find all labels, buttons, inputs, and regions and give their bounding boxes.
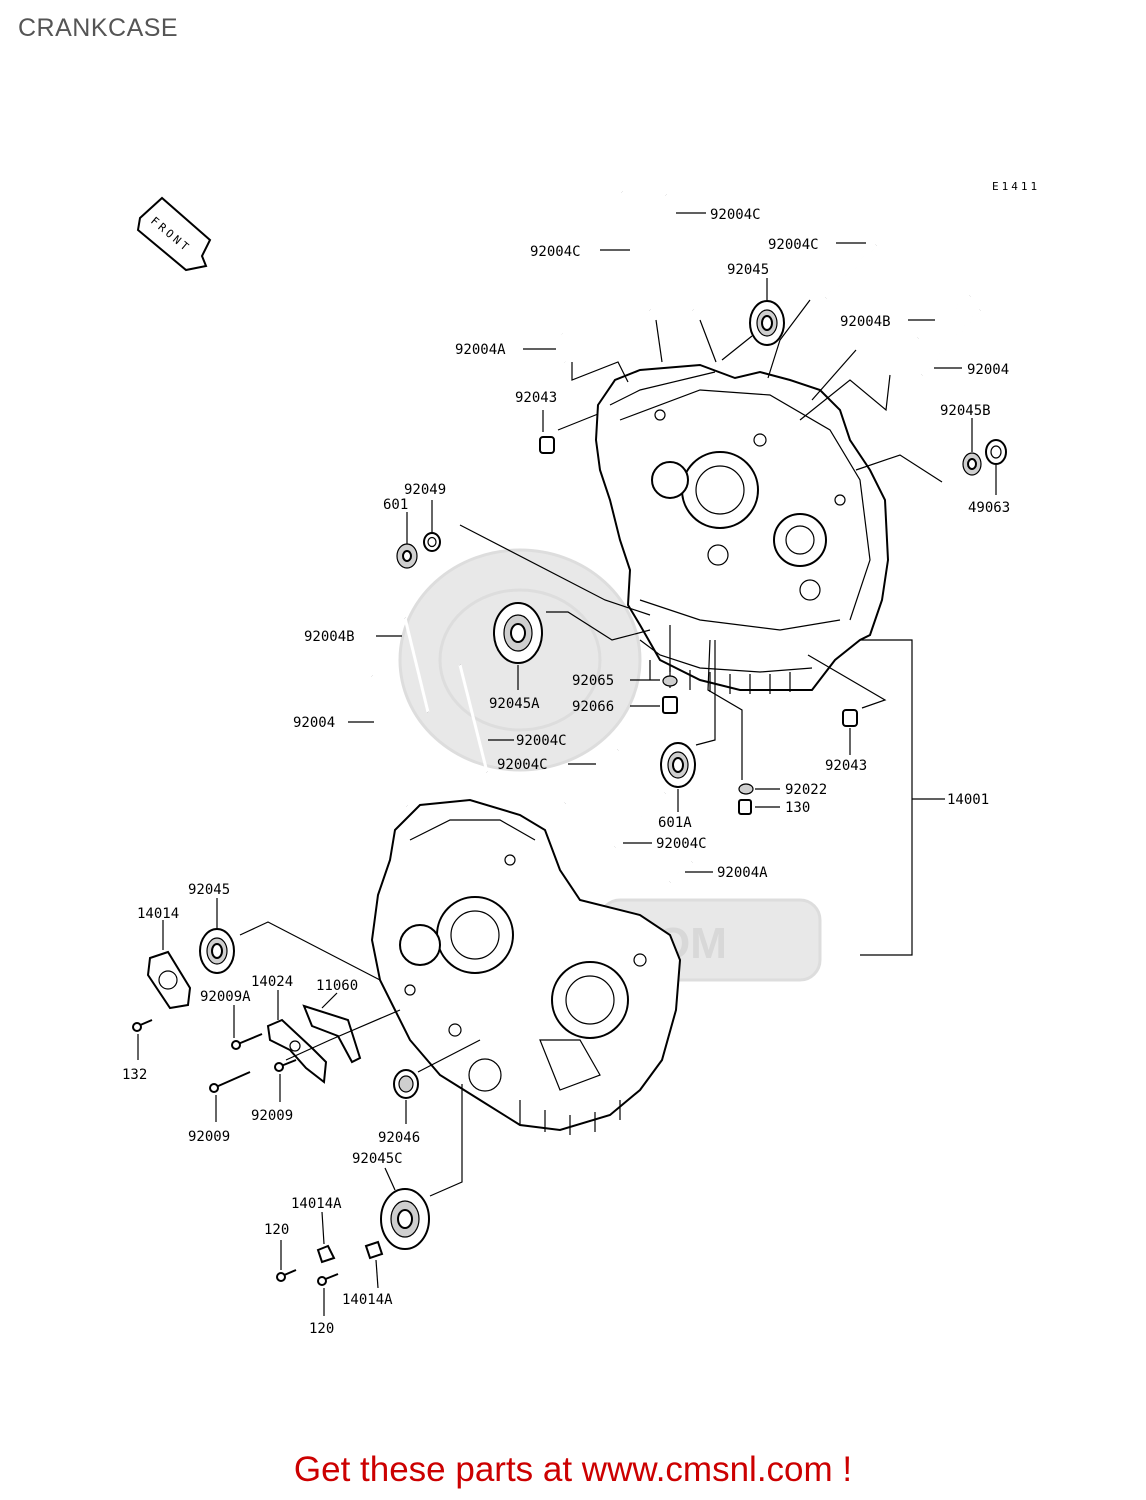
callout-label: 14014A [291,1196,342,1212]
callout-label: 11060 [316,978,358,994]
callout-label: 92045A [489,696,540,712]
stud-92004A-upper [560,333,567,363]
callout-label: 92004C [530,244,581,260]
callout-label: 92022 [785,782,827,798]
callout-label: 92004A [455,342,506,358]
stud-92004A-lower [668,860,694,884]
dowel-92043-lower [842,709,858,727]
callout-label: 92004A [717,865,768,881]
upper-crankcase-half [594,363,890,694]
bearing-601 [396,543,418,569]
needle-bearing-92046 [393,1069,419,1099]
stud-92004C-lower-b [563,748,620,805]
callout-label: 92004C [656,836,707,852]
callout-label: 92004C [516,733,567,749]
stud-92004C-upper-right [824,243,878,300]
callout-label: 92045B [940,403,991,419]
bearing-92045A [493,602,543,664]
ring-92049 [423,532,441,552]
dowel-92043-upper [539,436,555,454]
callout-label: 92004B [304,629,355,645]
callout-label: 92045C [352,1151,403,1167]
stud-92004B-upper [917,294,971,340]
callout-label: 92046 [378,1130,420,1146]
cover-11060 [302,1004,362,1064]
promo-link-text[interactable]: Get these parts at www.cmsnl.com ! [293,1450,853,1489]
callout-label: 14014A [342,1292,393,1308]
callout-label: 14024 [251,974,293,990]
bearing-601A [660,742,696,788]
callout-label: 92004C [710,207,761,223]
stud-92004C-lower-c [613,791,667,849]
callout-label: 92004B [840,314,891,330]
callout-label: 92045 [727,262,769,278]
callout-label: 92004C [768,237,819,253]
bolt-132 [132,1019,153,1032]
callout-label: 130 [785,800,810,816]
bearing-92045-upper [749,300,785,346]
callout-label: 92004C [497,757,548,773]
lower-crankcase-half [370,798,682,1135]
plate-14014 [146,950,192,1010]
callout-labels: 92004C 92004C 92004C 92045 92004B 92004A… [122,207,1010,1337]
stud-bolts [370,191,982,884]
clamp-14014A-right [364,1240,384,1260]
callout-label: 14001 [947,792,989,808]
callout-label: 601 [383,497,408,513]
front-arrow-icon: FRONT [136,196,212,272]
callout-label: 92066 [572,699,614,715]
bolt-130 [738,799,752,815]
bearing-92045C [380,1188,430,1250]
screw-120-upper [276,1269,297,1282]
bolt-92009-a [209,1071,251,1093]
stud-92004C-lower-a [458,664,489,773]
guide-14024 [266,1018,328,1084]
callout-label: 92043 [825,758,867,774]
callout-label: 92049 [404,482,446,498]
callout-label: 14014 [137,906,179,922]
screw-120-lower [317,1273,339,1286]
callout-label: 92009 [188,1129,230,1145]
page-title: CRANKCASE [18,14,179,42]
clamp-14014A-left [316,1244,336,1264]
callout-label: 92009A [200,989,251,1005]
callout-label: 92045 [188,882,230,898]
stud-92004C-upper-left [620,191,652,311]
stud-92004B-lower [403,617,430,713]
seal-92045B [962,452,982,476]
plug-92066 [662,696,678,714]
washer-92022 [738,783,754,795]
bearings-and-seals [132,300,1007,1286]
stud-92004-upper [920,309,982,376]
diagram-id: E1411 [992,180,1040,193]
bearing-92045-lower [199,928,235,974]
callout-label: 120 [309,1321,334,1337]
callout-label: 92004 [967,362,1009,378]
callout-label: 92043 [515,390,557,406]
collar-49063 [985,439,1007,465]
callout-label: 601A [658,815,692,831]
callout-label: 132 [122,1067,147,1083]
bolt-92009-b [274,1059,297,1072]
washer-92065 [662,675,678,687]
callout-label: 49063 [968,500,1010,516]
callout-label: 92004 [293,715,335,731]
leader-lines [137,212,997,1316]
callout-label: 120 [264,1222,289,1238]
stud-92004C-upper-center [664,194,695,311]
callout-label: 92065 [572,673,614,689]
callout-label: 92009 [251,1108,293,1124]
stud-92004-lower [370,675,409,807]
bolt-92009A [231,1033,263,1050]
